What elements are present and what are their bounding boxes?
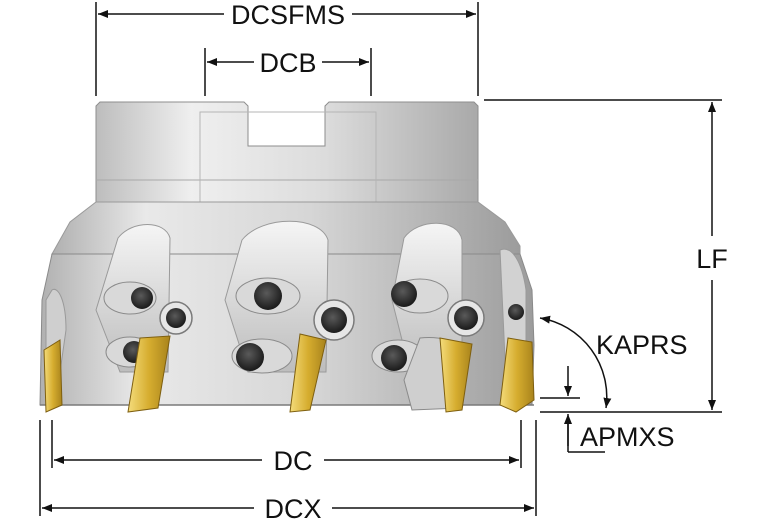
shank xyxy=(95,101,479,203)
dimension-lf: LF xyxy=(696,102,728,410)
label-dcsfms: DCSFMS xyxy=(231,0,345,30)
dimension-dc: DC xyxy=(54,446,519,476)
label-dcx: DCX xyxy=(264,494,321,523)
dimension-dcx: DCX xyxy=(42,494,534,523)
cutter-body xyxy=(39,101,535,413)
dimension-apmxs: APMXS xyxy=(564,366,675,452)
label-lf: LF xyxy=(696,244,728,274)
torx-screws xyxy=(159,299,485,341)
label-kaprs: KAPRS xyxy=(596,330,688,360)
label-dcb: DCB xyxy=(259,48,316,78)
dimension-kaprs: KAPRS xyxy=(539,315,688,409)
dimension-dcb: DCB xyxy=(207,48,369,78)
label-dc: DC xyxy=(274,446,313,476)
carbide-inserts xyxy=(43,333,535,413)
label-apmxs: APMXS xyxy=(580,422,675,452)
dimension-dcsfms: DCSFMS xyxy=(98,0,476,30)
